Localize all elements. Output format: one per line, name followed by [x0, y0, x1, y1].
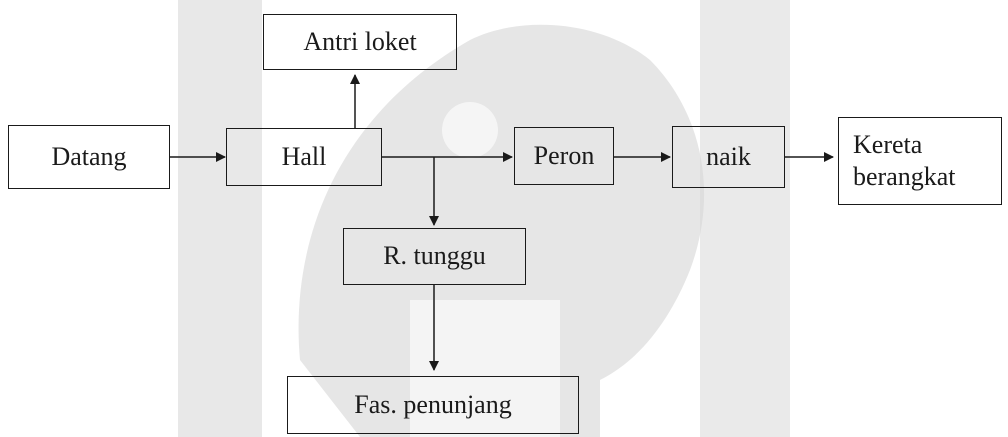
- node-fas-penunjang-label: Fas. penunjang: [354, 389, 512, 419]
- node-datang-label: Datang: [51, 141, 127, 171]
- node-antri-loket: Antri loket: [263, 14, 457, 70]
- node-hall: Hall: [226, 128, 382, 186]
- watermark-letters-left: [178, 0, 262, 437]
- node-naik: naik: [672, 126, 785, 188]
- node-peron-label: Peron: [533, 140, 595, 170]
- node-kereta-label-line1: Kereta: [853, 129, 923, 159]
- watermark-letters-right: [700, 0, 790, 437]
- node-r-tunggu: R. tunggu: [343, 228, 526, 285]
- node-antri-loket-label: Antri loket: [303, 26, 417, 56]
- node-r-tunggu-label: R. tunggu: [383, 241, 486, 271]
- node-naik-label: naik: [706, 141, 751, 171]
- node-peron: Peron: [514, 127, 614, 185]
- node-kereta-berangkat: Kereta berangkat: [838, 117, 1002, 205]
- node-kereta-label-line2: berangkat: [853, 162, 956, 191]
- node-datang: Datang: [8, 125, 170, 189]
- node-fas-penunjang: Fas. penunjang: [287, 376, 579, 434]
- node-hall-label: Hall: [281, 141, 327, 171]
